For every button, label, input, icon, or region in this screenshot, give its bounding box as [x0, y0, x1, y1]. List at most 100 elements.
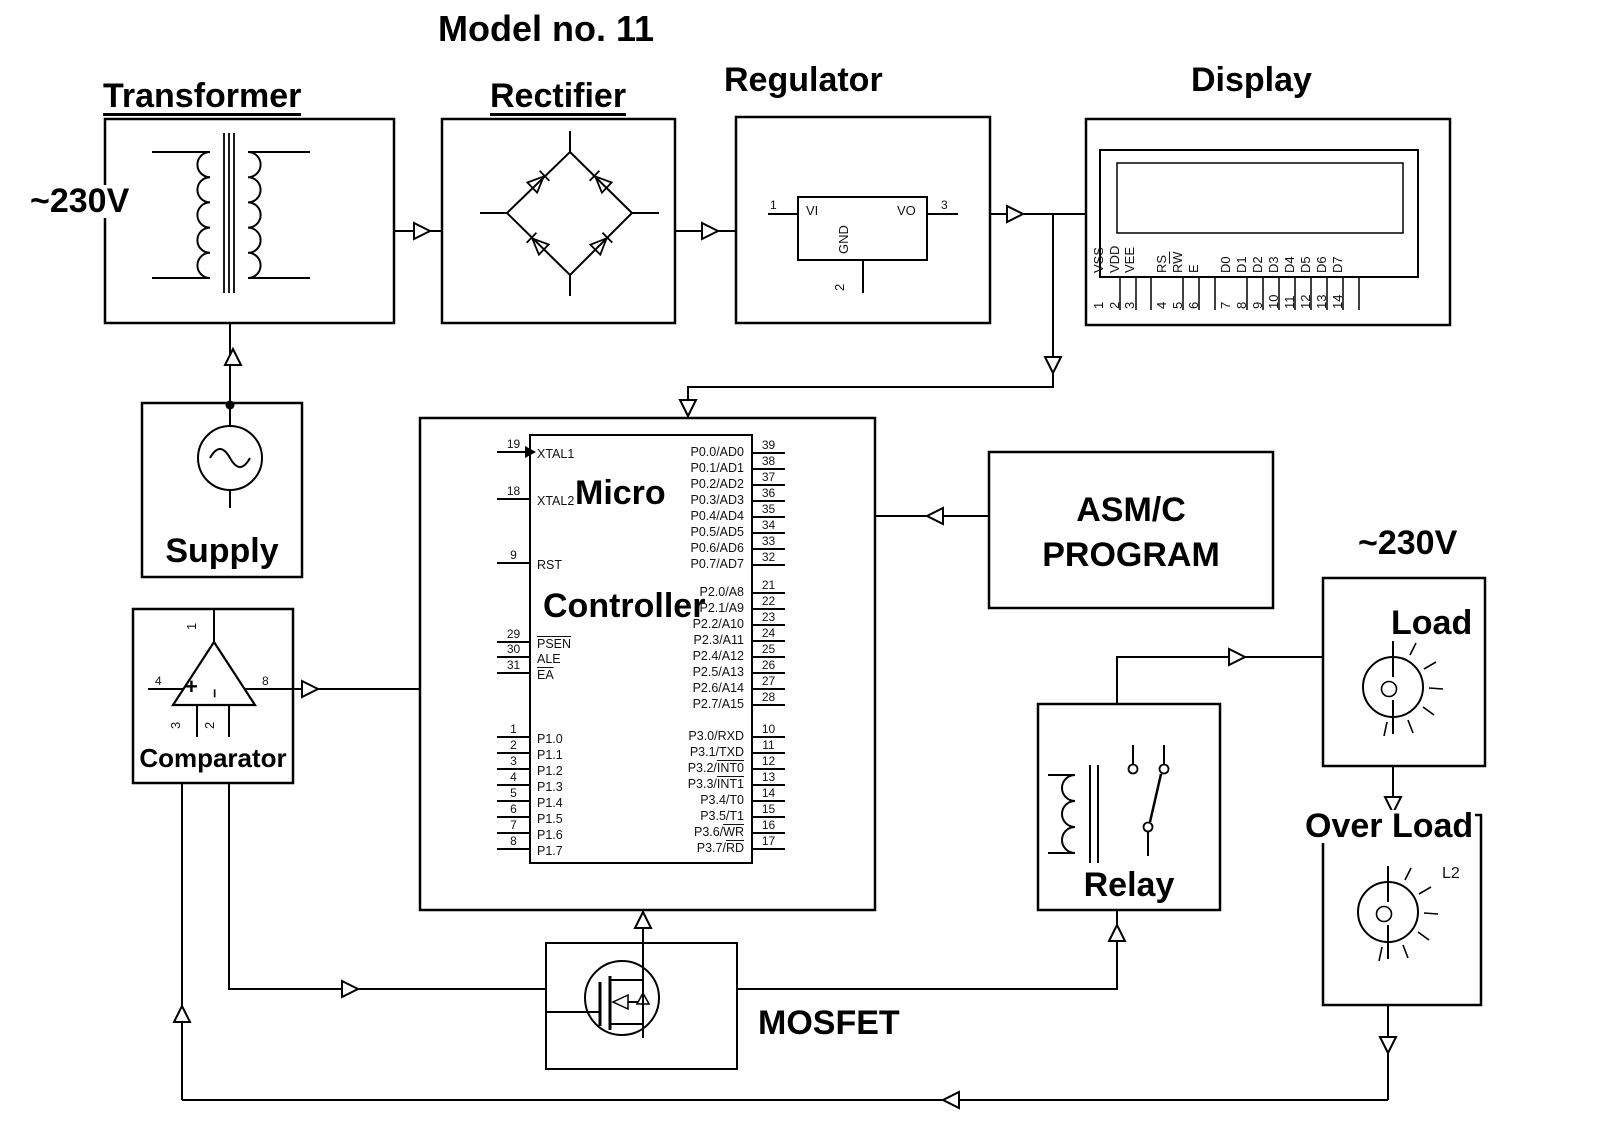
mcu-pin-left: 9RST: [497, 549, 562, 572]
transformer-symbol: [152, 133, 310, 293]
regulator-label: Regulator: [724, 61, 883, 99]
regulator-pin-gnd: 2: [832, 283, 847, 291]
mcu-pin-left: 5P1.4: [497, 787, 563, 810]
lcd-screen: [1116, 162, 1404, 234]
comparator-pin-right: 8: [262, 674, 269, 688]
lcd-pin-number: 1: [1091, 301, 1106, 309]
regulator-box: [734, 115, 992, 325]
micro-label-line2: Controller: [541, 587, 708, 625]
lamp-symbol-overload: [1357, 866, 1439, 962]
lcd-pin-number: 12: [1298, 294, 1313, 309]
lcd-pin-number: 11: [1282, 295, 1297, 310]
lcd-pin-label: D0: [1218, 256, 1233, 273]
lcd-pin-number: 3: [1122, 301, 1137, 309]
display-label: Display: [1191, 61, 1312, 99]
lcd-pin-number: 13: [1314, 294, 1329, 309]
regulator-pin-in: 1: [770, 198, 777, 212]
supply-box: [140, 401, 304, 579]
lcd-pin-label: VSS: [1091, 246, 1106, 273]
comparator-pin-b1: 3: [168, 721, 183, 729]
lcd-pin-number: 14: [1330, 294, 1345, 309]
lcd-pin-number: 9: [1250, 301, 1265, 309]
lamp-ref-label: L2: [1442, 865, 1460, 882]
load-supply-label: ~230V: [1358, 524, 1458, 562]
lcd-pin-number: 2: [1107, 301, 1122, 309]
micro-label-line1: Micro: [573, 474, 668, 512]
asm-program-box: [987, 450, 1275, 610]
mcu-pin-left: 2P1.1: [497, 739, 563, 762]
relay-symbol: [1048, 745, 1170, 863]
overload-label: Over Load: [1303, 807, 1476, 845]
display-box: [1084, 117, 1452, 327]
lamp-rays: [1383, 642, 1444, 737]
lamp-symbol-load: [1362, 641, 1444, 737]
flow-arrows: [172, 204, 1403, 1110]
lcd-pin-number: 10: [1266, 294, 1281, 309]
lcd-pin-label: VEE: [1122, 246, 1137, 273]
opamp-symbol: [148, 609, 293, 737]
mcu-pin-left: 1P1.0: [497, 723, 563, 746]
lcd-pin-number: 4: [1154, 301, 1169, 309]
mosfet-symbol: [546, 943, 660, 1038]
lcd-pin-label: D6: [1314, 256, 1329, 273]
lcd-pin-label: E: [1186, 264, 1201, 273]
mosfet-box: [545, 942, 738, 1070]
transformer-label: Transformer: [103, 77, 302, 116]
mcu-pin-left: 19XTAL1: [497, 438, 574, 461]
regulator-vo-label: VO: [897, 203, 916, 218]
mcu-pin-left: 6P1.5: [497, 803, 563, 826]
bridge-rectifier-symbol: [480, 131, 659, 296]
ac-source-symbol: [197, 400, 263, 508]
regulator-gnd-label: GND: [836, 225, 851, 254]
lamp-rays: [1378, 867, 1439, 962]
mcu-chip-box: [529, 434, 753, 864]
lcd-pin-label: D7: [1330, 256, 1345, 273]
lcd-pin-label: D4: [1282, 256, 1297, 273]
asm-label-line2: PROGRAM: [1042, 536, 1220, 574]
connector-lines: [181, 213, 1394, 1101]
comparator-minus-sign: −: [207, 688, 224, 698]
relay-label: Relay: [1083, 866, 1175, 904]
comparator-label: Comparator: [139, 743, 287, 773]
mains-input-label: ~230V: [28, 182, 132, 220]
comparator-pin-left: 4: [155, 674, 162, 688]
lcd-pin-label: VDD: [1107, 245, 1122, 273]
comparator-pin-b2: 2: [202, 721, 217, 729]
lcd-pin-number: 8: [1234, 301, 1249, 309]
regulator-ic-pins: [768, 213, 958, 293]
lcd-module-box: [1099, 149, 1419, 278]
comparator-plus-sign: +: [185, 674, 198, 699]
mcu-pin-left: 8P1.7: [497, 835, 563, 858]
mcu-pin-left: 18XTAL2: [497, 485, 574, 508]
mcu-pin-left: 3P1.2: [497, 755, 563, 778]
diagram-title: Model no. 11: [438, 8, 655, 49]
rectifier-box: [440, 117, 677, 325]
mcu-pin-left: 30ALE: [497, 643, 561, 666]
rectifier-label: Rectifier: [490, 77, 627, 116]
mcu-pin-left: 4P1.3: [497, 771, 563, 794]
load-box: [1321, 576, 1487, 768]
lcd-pin-label: D2: [1250, 256, 1265, 273]
relay-box: [1036, 702, 1222, 912]
mcu-pin-left: 7P1.6: [497, 819, 563, 842]
microcontroller-box: [418, 416, 877, 912]
lcd-pin-label: RW: [1170, 251, 1185, 273]
xtal1-pin-arrow: [525, 446, 536, 458]
